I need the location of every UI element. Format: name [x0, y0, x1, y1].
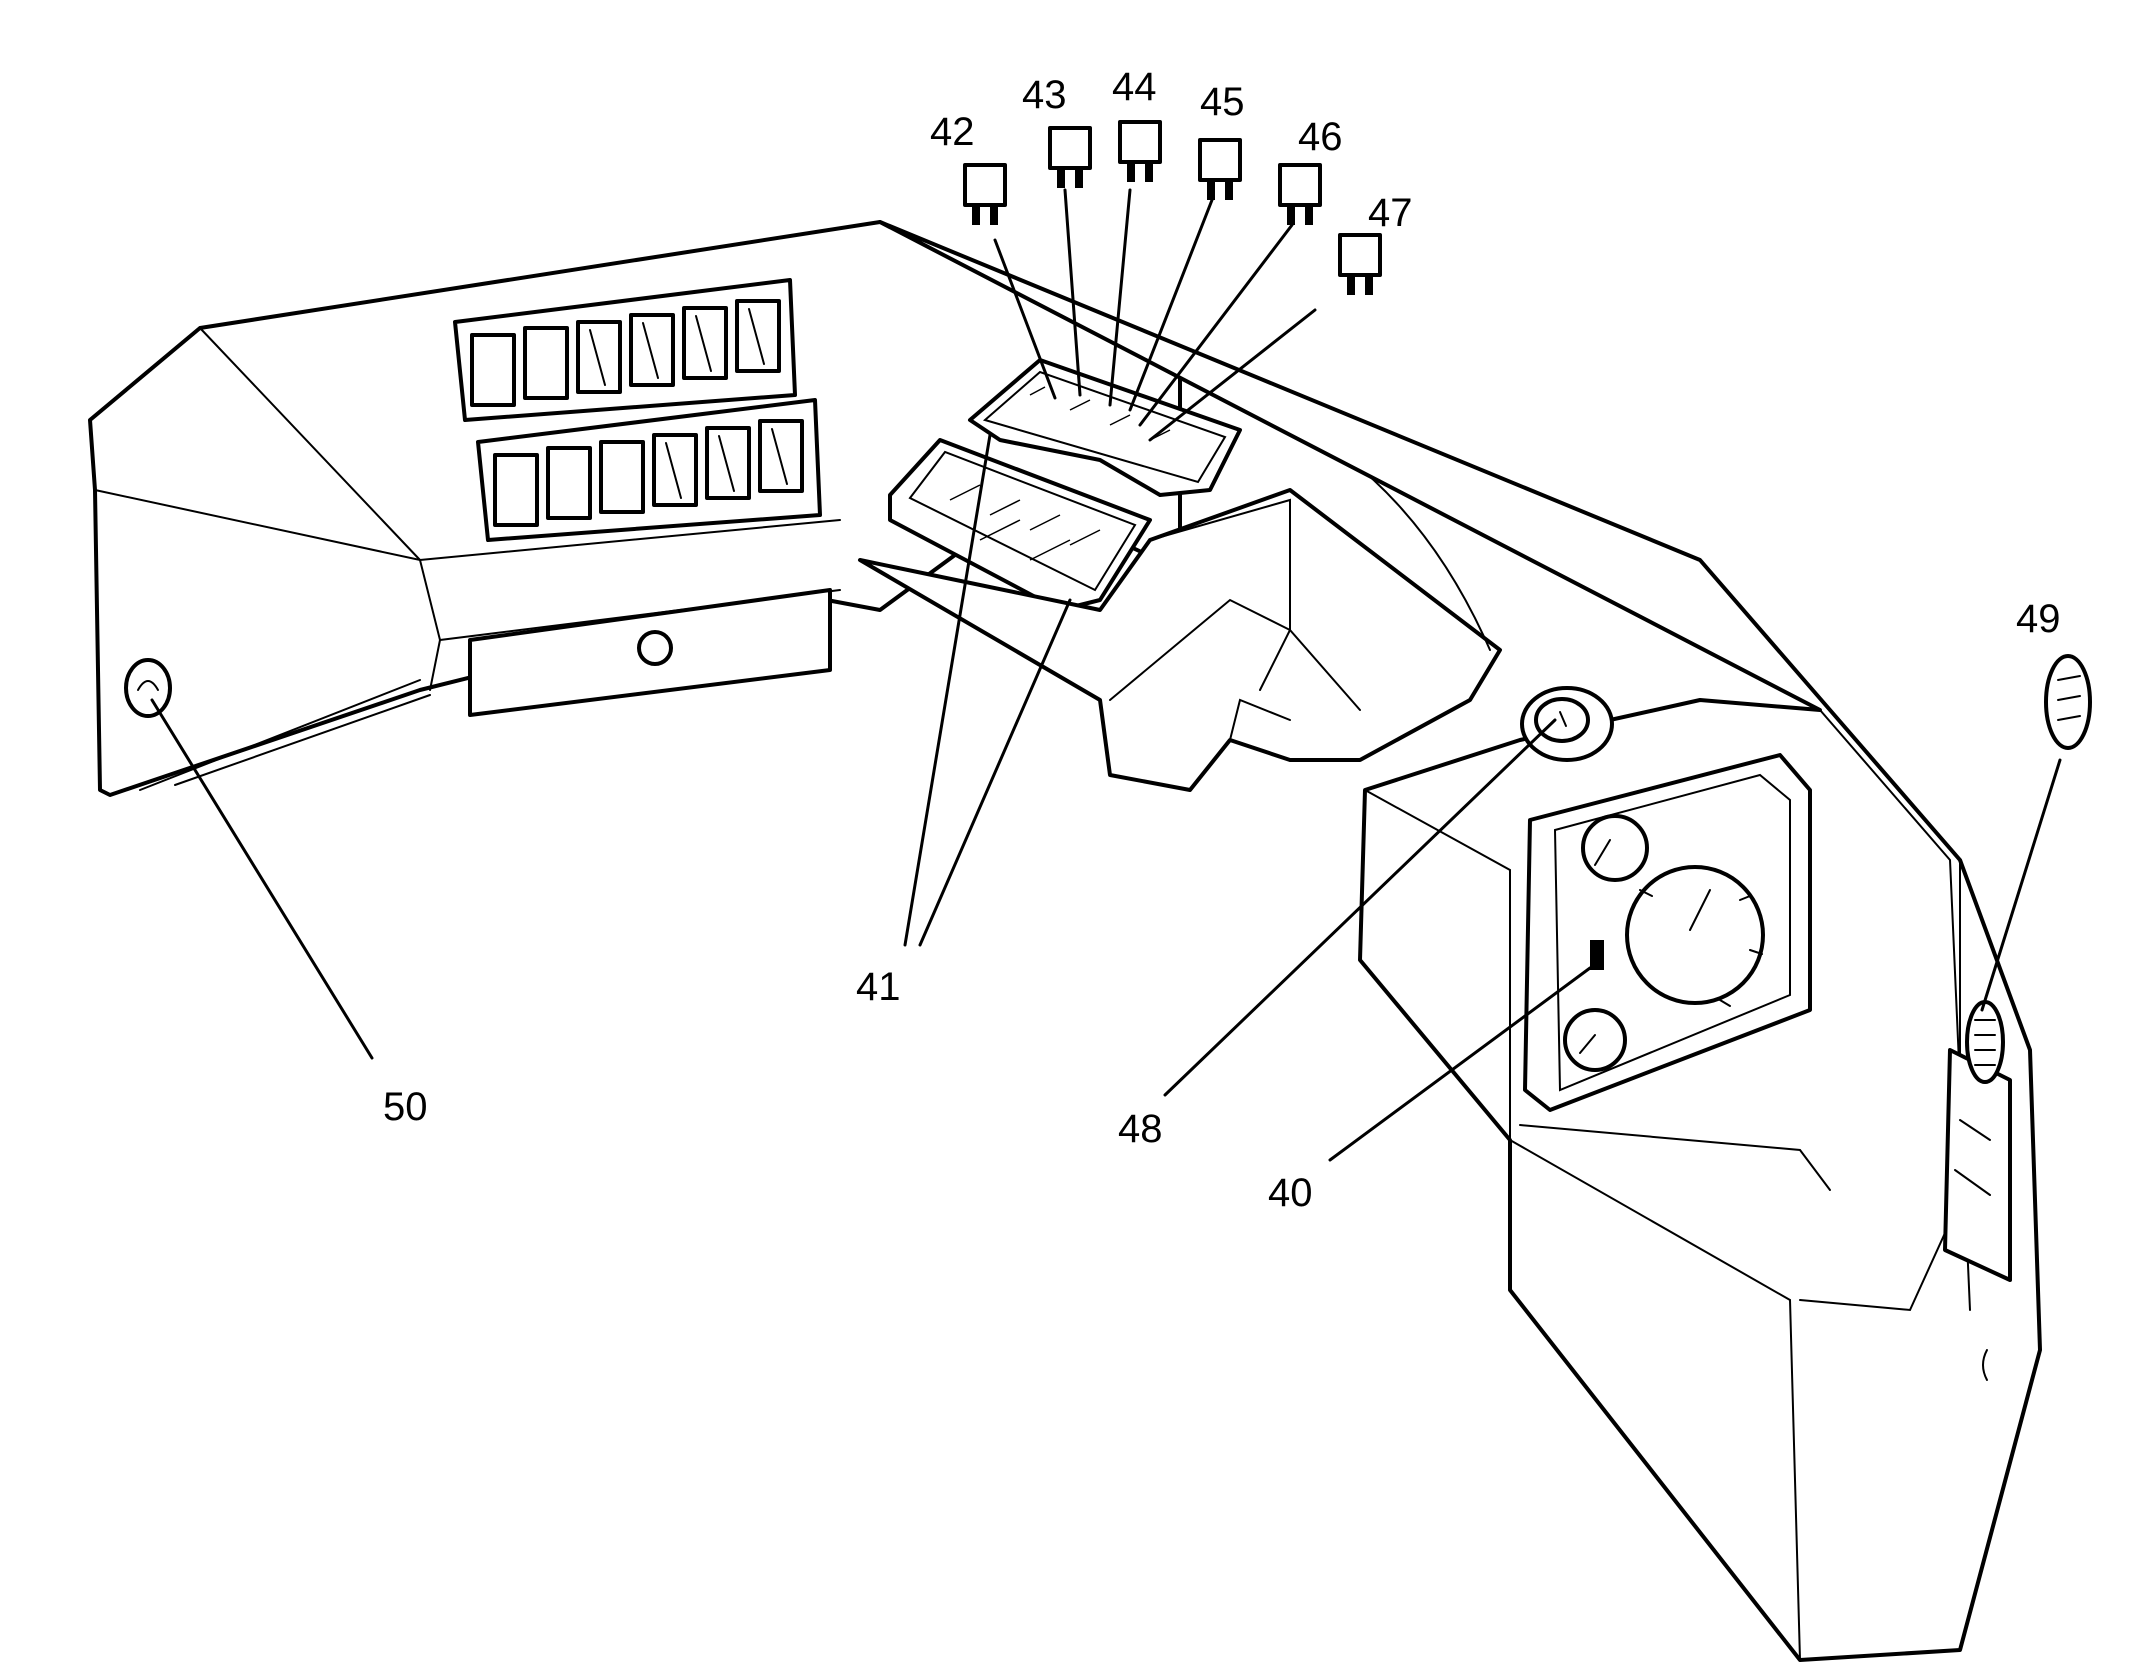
small-gauge-bottom	[1563, 1008, 1627, 1072]
large-gauge-center	[1625, 865, 1765, 1005]
side-knob-mount	[1965, 1000, 2005, 1084]
fuse-47	[1338, 233, 1382, 295]
upper-switch-row	[470, 299, 781, 407]
callout-47: 47	[1368, 191, 1413, 235]
instrument-cluster	[1523, 753, 1812, 1112]
ignition-switch	[1520, 686, 1614, 762]
callout-42: 42	[930, 110, 975, 154]
callout-50: 50	[383, 1085, 428, 1129]
fuse-block-covers	[888, 358, 1242, 612]
drawer-knob	[637, 630, 673, 666]
right-instrument-pod	[878, 220, 2042, 1662]
callout-41: 41	[856, 965, 901, 1009]
fuse-43	[1048, 126, 1092, 188]
leader-lines	[150, 188, 2062, 1162]
side-receptacle	[124, 658, 172, 718]
fuse-45	[1198, 138, 1242, 200]
callout-48: 48	[1118, 1107, 1163, 1151]
fuse-42	[963, 163, 1007, 225]
callout-46: 46	[1298, 115, 1343, 159]
callout-44: 44	[1112, 65, 1157, 109]
fuse-46	[1278, 163, 1322, 225]
callout-43: 43	[1022, 73, 1067, 117]
callout-49: 49	[2016, 597, 2061, 641]
callout-labels: 40 41 42 43 44 45 46 47 48 49 50	[383, 65, 2061, 1215]
callout-45: 45	[1200, 80, 1245, 124]
callout-40: 40	[1268, 1171, 1313, 1215]
fuse-44	[1118, 120, 1162, 182]
side-knob	[2044, 654, 2092, 750]
small-gauge-top	[1581, 814, 1649, 882]
loose-fuses	[963, 120, 1382, 295]
rocker-switch-panel	[453, 278, 822, 542]
lower-switch-row	[493, 419, 804, 527]
